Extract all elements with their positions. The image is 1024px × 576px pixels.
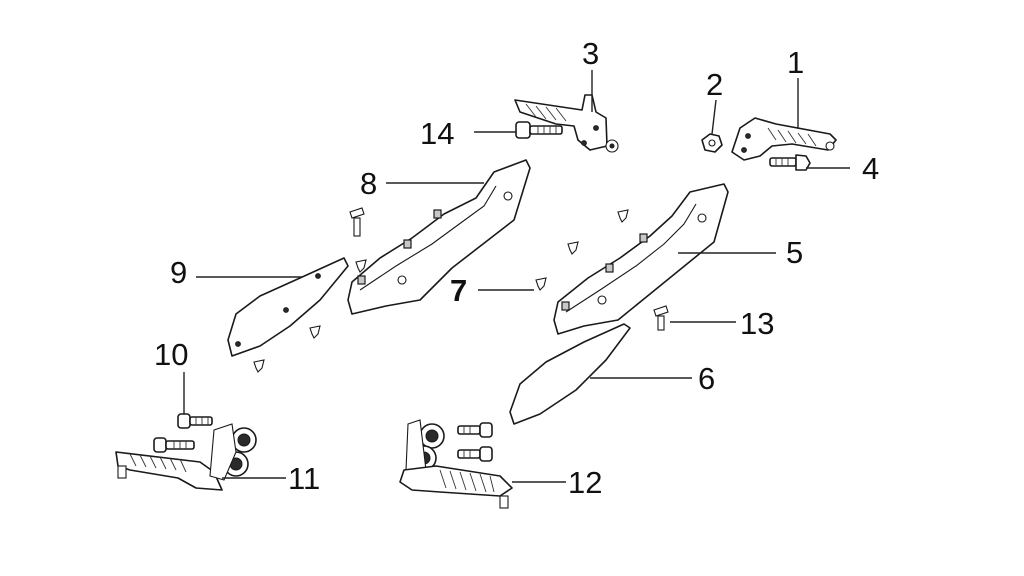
callout-label: 10 <box>154 337 188 372</box>
callout-2: 2 <box>706 67 723 135</box>
callout-3: 3 <box>582 36 599 112</box>
part-7-screws <box>535 209 629 291</box>
part-13-bolt <box>653 305 669 331</box>
bolts-right <box>457 422 493 462</box>
callout-label: 4 <box>862 151 879 186</box>
part-12-footpeg <box>399 419 513 509</box>
part-14-bolt <box>515 121 563 139</box>
part-11-footpeg <box>115 423 257 491</box>
callout-11: 11 <box>222 461 320 496</box>
part-9-trim-panel <box>227 257 349 357</box>
part-4-bolt <box>769 154 811 171</box>
screws-left <box>253 207 367 373</box>
callout-label: 13 <box>740 306 774 341</box>
callout-13: 13 <box>670 306 774 341</box>
callout-label: 6 <box>698 361 715 396</box>
callout-label: 11 <box>288 461 320 496</box>
callout-4: 4 <box>806 151 879 186</box>
part-5-side-cover <box>553 183 729 335</box>
callout-6: 6 <box>590 361 715 396</box>
callout-label: 7 <box>450 273 467 308</box>
callout-label: 9 <box>170 255 187 290</box>
callout-1: 1 <box>787 45 804 128</box>
callout-5: 5 <box>678 235 803 270</box>
callout-label: 5 <box>786 235 803 270</box>
callout-label: 2 <box>706 67 723 102</box>
part-10-bolts <box>153 413 213 453</box>
callout-label: 14 <box>420 116 454 151</box>
callout-9: 9 <box>170 255 302 290</box>
part-3-bracket <box>514 94 619 153</box>
callout-label: 8 <box>360 166 377 201</box>
callout-14: 14 <box>420 116 516 151</box>
callout-12: 12 <box>512 465 602 500</box>
part-1-bracket <box>731 117 837 161</box>
callout-7: 7 <box>450 273 534 308</box>
callout-label: 1 <box>787 45 804 80</box>
callout-label: 3 <box>582 36 599 71</box>
callout-10: 10 <box>154 337 188 414</box>
part-8-side-cover <box>347 159 531 315</box>
part-2-nut <box>701 133 723 153</box>
callout-label: 12 <box>568 465 602 500</box>
part-6-trim-panel <box>509 323 631 425</box>
callout-8: 8 <box>360 166 484 201</box>
